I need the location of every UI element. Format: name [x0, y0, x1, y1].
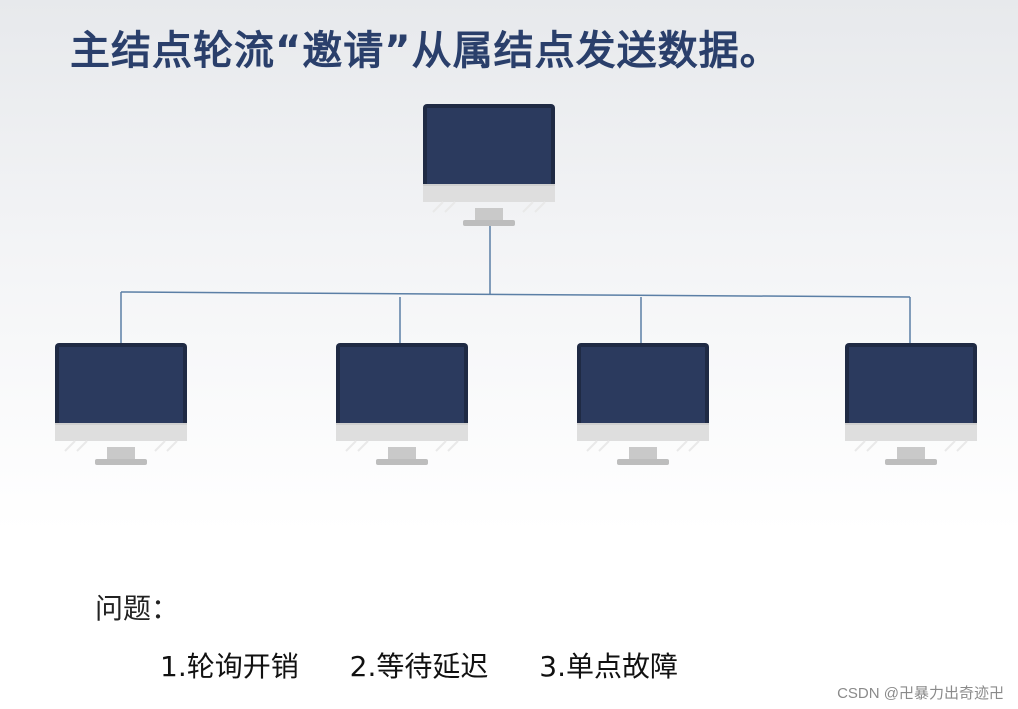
problem-item: 2.等待延迟: [349, 650, 489, 683]
slide-title: 主结点轮流“邀请”从属结点发送数据。: [70, 28, 781, 74]
problem-item: 3.单点故障: [539, 650, 678, 683]
connection-lines: [120, 222, 911, 345]
slave-monitor-4-icon: [844, 342, 978, 466]
problem-item: 1.轮询开销: [160, 650, 299, 683]
slave-monitor-2-icon: [335, 342, 469, 466]
slave-monitor-3-icon: [576, 342, 710, 466]
master-monitor-icon: [422, 103, 556, 227]
problems-label: 问题：: [95, 592, 180, 625]
watermark: CSDN @卍暴力出奇迹卍: [837, 685, 1004, 702]
problems-list: 1.轮询开销 2.等待延迟 3.单点故障: [160, 645, 720, 685]
slave-monitor-1-icon: [54, 342, 188, 466]
